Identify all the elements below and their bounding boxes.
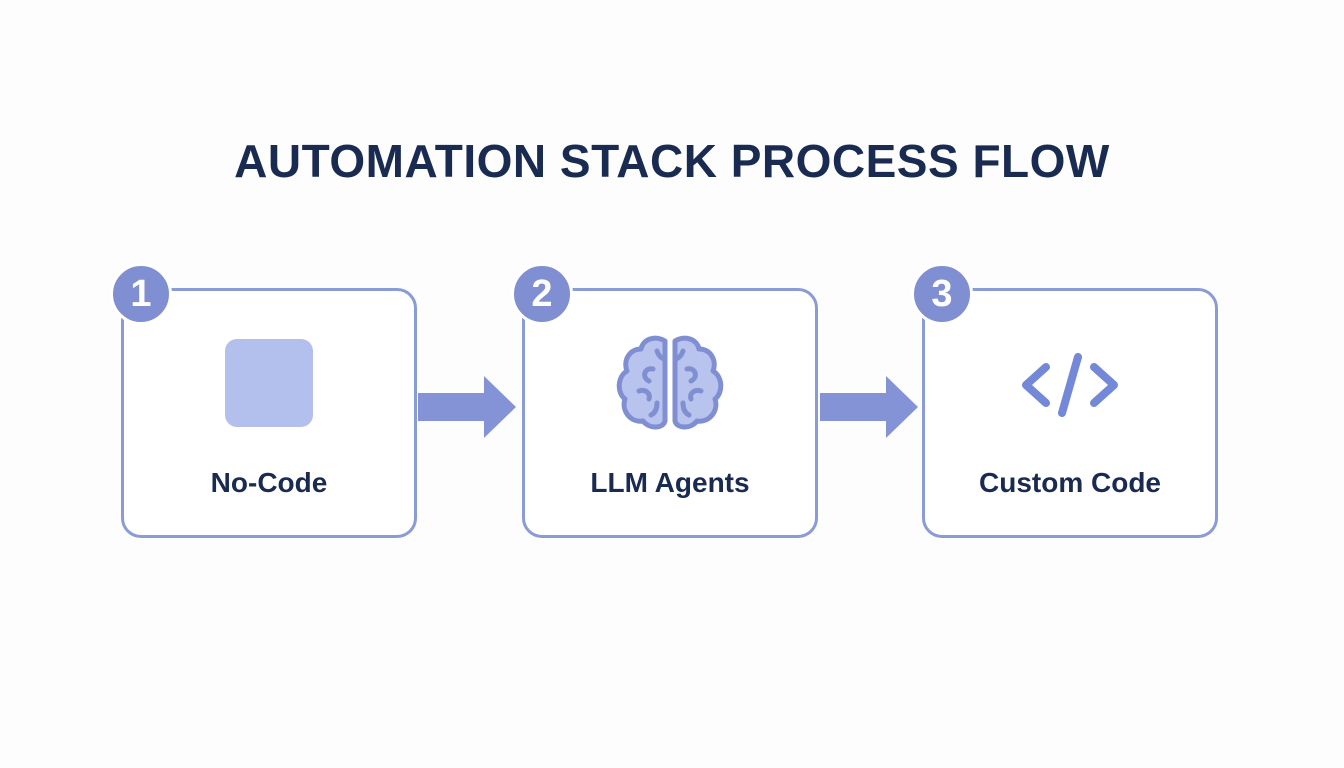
step-label: Custom Code: [979, 467, 1161, 498]
step-number-badge: 2: [511, 263, 573, 325]
step-number-badge: 3: [911, 263, 973, 325]
arrow-right-icon: [418, 376, 516, 443]
step-label: LLM Agents: [590, 467, 750, 498]
arrow-right-icon: [820, 376, 918, 443]
square-icon: [223, 337, 315, 434]
step-label: No-Code: [210, 467, 328, 498]
step-llm-agents: 2 LLM Agents: [511, 263, 818, 538]
step-no-code: 1 No-Code: [110, 263, 417, 538]
code-icon: [1020, 353, 1120, 422]
step-custom-code: 3 Custom Code: [911, 263, 1218, 538]
step-number-badge: 1: [110, 263, 172, 325]
brain-icon: [615, 333, 725, 438]
diagram-title: AUTOMATION STACK PROCESS FLOW: [234, 135, 1110, 187]
